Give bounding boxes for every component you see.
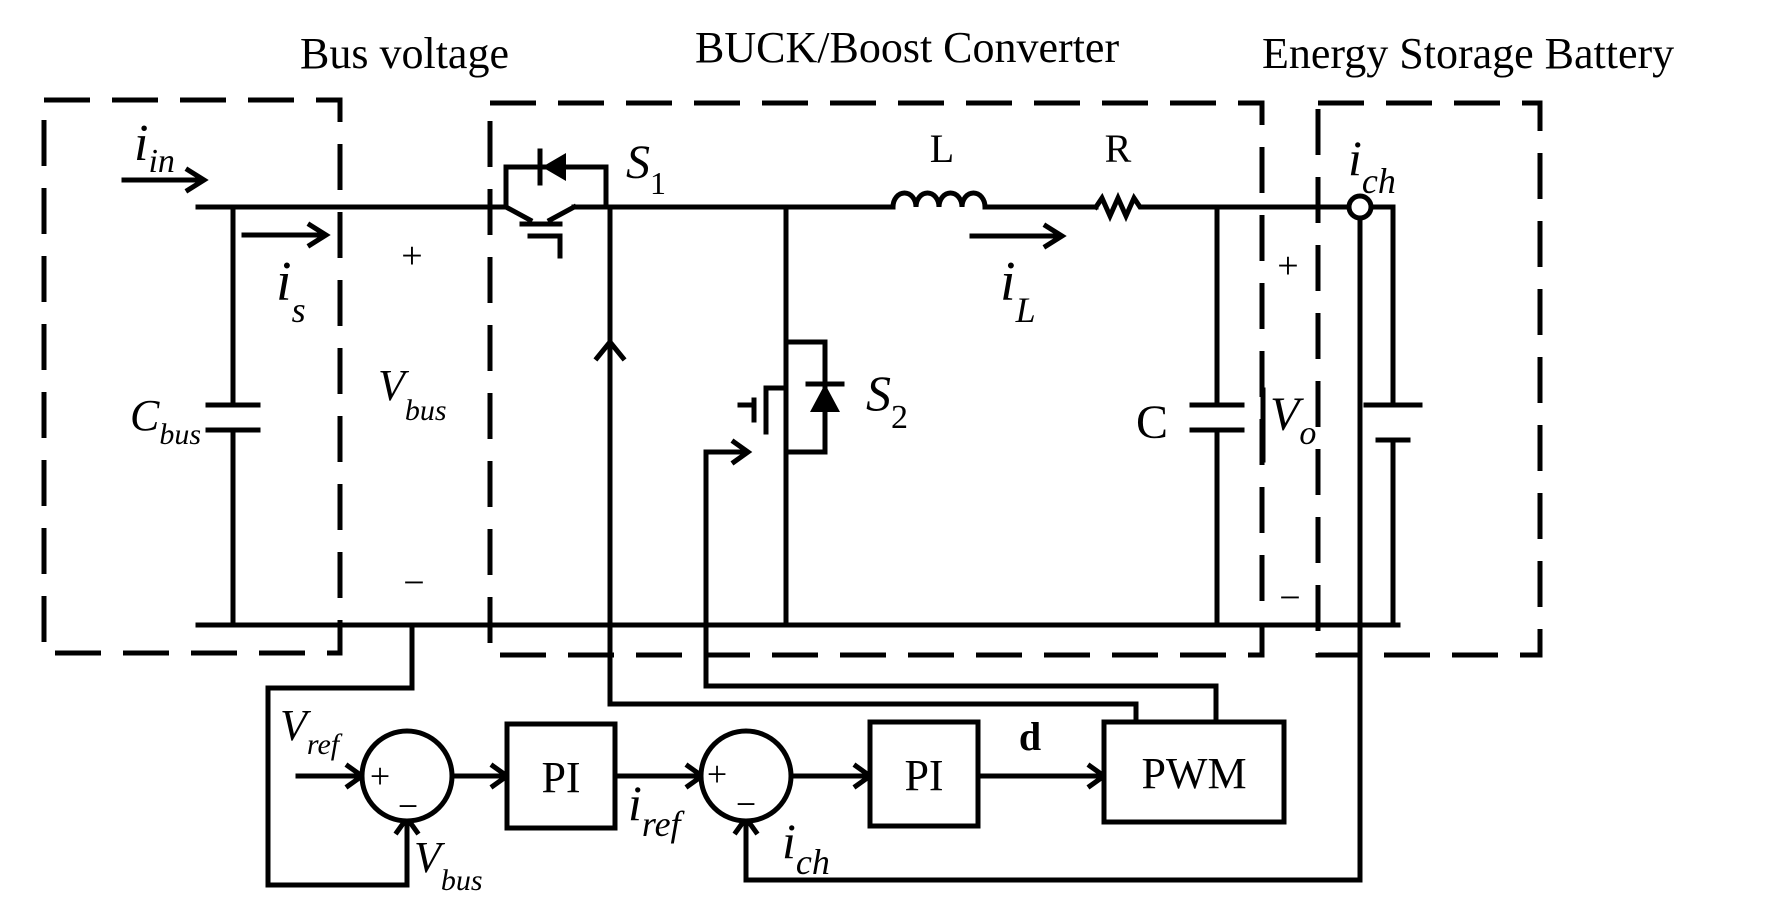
v-bus-label: Vbus [378, 361, 447, 427]
resistor-label: R [1105, 126, 1132, 171]
region-title-battery: Energy Storage Battery [1262, 29, 1674, 78]
i-ch-feedback-label: ich [782, 813, 830, 882]
capacitor-cbus-symbol [205, 402, 261, 433]
switch-s2-symbol [737, 339, 845, 455]
vo-minus-sign: − [1279, 577, 1300, 619]
i-l-label: iL [1000, 251, 1036, 330]
vo-plus-sign: + [1277, 245, 1298, 287]
vbus-minus-sign: − [403, 562, 424, 604]
v-o-label: Vo [1270, 388, 1316, 452]
current-arrows [121, 166, 1067, 250]
battery-symbol [1363, 402, 1423, 443]
capacitor-c-symbol [1189, 402, 1245, 433]
pwm-block [1101, 719, 1287, 825]
pi2-label: PI [904, 751, 943, 800]
region-title-bus-voltage: Bus voltage [300, 29, 509, 78]
duty-label: d [1019, 714, 1041, 759]
i-s-label: is [276, 251, 306, 330]
v-ref-label: Vref [280, 701, 343, 761]
region-box-battery [1315, 100, 1543, 658]
summing-junction-current [698, 728, 794, 824]
i-in-label: iin [134, 115, 175, 180]
switch-s1-symbol [502, 148, 609, 259]
summer1-plus-sign: + [370, 756, 390, 796]
pwm-label: PWM [1141, 749, 1246, 798]
pi-controller-voltage [504, 721, 618, 831]
vbus-plus-sign: + [401, 235, 422, 277]
i-ref-label: iref [628, 775, 686, 844]
s1-label: S1 [626, 136, 666, 201]
capacitor-label: C [1136, 396, 1168, 449]
region-title-converter: BUCK/Boost Converter [695, 23, 1119, 72]
region-box-converter [487, 100, 1265, 658]
region-box-bus [41, 97, 343, 656]
i-ch-top-label: ich [1348, 130, 1396, 201]
pi-controller-current [867, 719, 981, 829]
inductor-label: L [930, 126, 954, 171]
summer2-minus-sign: − [736, 784, 756, 824]
resistor-symbol [1092, 191, 1147, 223]
pi1-label: PI [541, 753, 580, 802]
power-wiring [195, 204, 1401, 628]
summing-junction-voltage [359, 728, 455, 824]
summer2-plus-sign: + [707, 754, 727, 794]
summer1-minus-sign: − [398, 786, 418, 826]
inductor-symbol [890, 190, 988, 210]
s2-label: S2 [866, 365, 908, 436]
v-bus-feedback-label: Vbus [414, 833, 483, 897]
c-bus-label: Cbus [130, 391, 201, 451]
